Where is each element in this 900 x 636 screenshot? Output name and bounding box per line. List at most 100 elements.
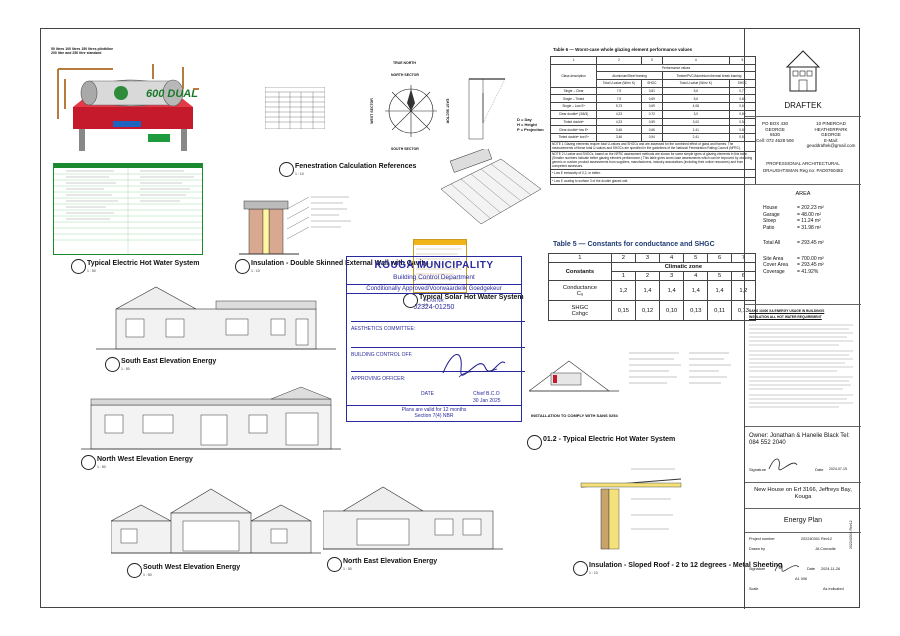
owner-date: 2024-07-15 (829, 467, 847, 471)
drawn-by-label: Drawn by (749, 547, 766, 551)
title-block: DRAFTEK PO BOX 430 GEORGE 6530 Cell: 072… (744, 29, 861, 609)
scale-label: 1 : 50 (87, 269, 96, 273)
t6-cell: 7,9 (596, 86, 642, 96)
t6-note2: NOTE 2 U-value and SHGCs, based on the N… (550, 150, 756, 170)
t5-zone: 2 (634, 271, 661, 281)
t5-cell: 0,11 (707, 300, 732, 321)
se-elevation (96, 286, 336, 350)
t6-tv: Total U-value (W/m² K) (661, 79, 730, 88)
project-number: 202240301 Rev12 (801, 537, 833, 541)
title-solar: Typical Solar Hot Water System (419, 294, 524, 301)
stamp-plan-nr-label: PLAN NR (424, 298, 444, 303)
area-list: House= 202.23 m² Garage= 48.00 m² Stoep=… (763, 205, 824, 275)
scale-label: 1 : 10 (589, 571, 598, 575)
t6-foot-a: ᵃ Low E emissivity of 0,2, or better. (550, 168, 756, 178)
hot-water-section (529, 352, 731, 392)
scale-label: 1 : 50 (343, 567, 352, 571)
t6-cell: 3,46 (596, 125, 642, 134)
stamp-name: KOUGA MUNICIPALITY (374, 260, 494, 271)
scale-value-tb: As indicated (823, 587, 844, 591)
addr-line: E-Mail: (823, 137, 838, 143)
t6-col: 4 (661, 56, 730, 65)
area-value: = 202.23 m² (797, 205, 824, 211)
legend-day: D = Day (517, 117, 532, 122)
stamp-signer: Chief B.C.O (473, 391, 500, 397)
sig-date: 2024-11-26 (821, 567, 841, 571)
t6-shgc: SHGC (640, 79, 663, 88)
t6-perf: Performance values (596, 63, 756, 73)
stamp-valid2: Section 7(4) NBR (414, 413, 454, 419)
solar-legend (413, 239, 467, 293)
t6-tv: Total U-value (W/m² K) (596, 79, 642, 88)
stamp-date-label: DATE (421, 391, 434, 397)
detail-tag (105, 357, 120, 372)
table6-title: Table 6 — Worst-case whole glazing eleme… (553, 47, 693, 52)
t6-cell: 0,69 (640, 94, 663, 104)
detail-tag (235, 259, 250, 274)
t6-cell: 4,08 (661, 102, 730, 111)
table6: 1 2 3 4 5 Glass description Performance … (549, 56, 757, 186)
true-north-label: TRUE NORTH (393, 61, 416, 65)
scale-label: 1 : 10 (251, 269, 260, 273)
sw-elevation (111, 488, 321, 554)
t6-col: 2 (596, 56, 642, 65)
t5-col: 5 (683, 253, 709, 263)
address-left: PO BOX 430 GEORGE 6530 Cell: 072 4628 50… (749, 121, 801, 143)
south-sector-label: SOUTH SECTOR (391, 147, 419, 151)
notes-section: SANS 10400 XA ENERGY USAGE IN BUILDINGS … (745, 305, 861, 427)
t6-cell: 0,69 (640, 102, 663, 111)
drafter-signature (774, 562, 800, 572)
site-value: = 41.92% (797, 268, 819, 275)
area-value: = 48.00 m² (797, 211, 822, 218)
drawn-by: JA Conradie (815, 547, 836, 551)
compass-rose (385, 85, 437, 137)
owner-info: Owner: Jonathan & Hanelie Black Tel: 084… (749, 433, 850, 446)
t6-foot-b: ᵇ Low E coating to surface 3 of the doub… (550, 176, 756, 186)
t6-row-label: Single – Clear (549, 86, 598, 96)
t6-glass-desc: Glass description (549, 63, 598, 88)
scale-label-tb: Scale (749, 587, 759, 591)
addr-line: geoddraftek@gmail.com (806, 143, 856, 148)
notes-subtitle: INSULATION ALL HOT WATER REQUIREMENT (749, 315, 822, 319)
scale-label: 1 : 50 (121, 367, 130, 371)
title-roof-insulation: Insulation - Sloped Roof - 2 to 12 degre… (589, 562, 783, 569)
t5-col: 6 (707, 253, 732, 263)
t6-cell: 2,41 (661, 132, 730, 142)
t6-cell: 0,72 (640, 109, 663, 119)
stamp-status: Conditionally Approved/Voorwaardelik Goe… (347, 284, 521, 294)
stamp-approving: APPROVING OFFICER: (351, 371, 525, 382)
t6-row-label: Single – Low Eᵃ (549, 102, 598, 111)
t5-zone: 3 (659, 271, 685, 281)
west-sector-label: WEST SECTOR (369, 98, 374, 124)
stamp-signature (442, 354, 506, 378)
t6-cell: 0,54 (640, 132, 663, 142)
t5-cell: 0,10 (659, 300, 685, 321)
title-insulation-wall: Insulation - Double Skinned External Wal… (251, 260, 428, 267)
t5-zone: 4 (683, 271, 709, 281)
address-section: PO BOX 430 GEORGE 6530 Cell: 072 4628 50… (745, 117, 861, 185)
area-title: AREA (795, 191, 811, 197)
t6-note1: NOTE 1 Glazing elements require total U-… (550, 140, 756, 152)
stamp-plan-nr: J2324-01250 (413, 304, 455, 311)
sans-compliance-note: INSTALLATION TO COMPLY WITH SANS 0254 (531, 413, 618, 418)
logo-section: DRAFTEK (745, 29, 861, 117)
geyser-note: 50 litres 100 litres 150 litres plinthli… (51, 47, 114, 55)
north-sector-label: NORTH SECTOR (391, 73, 419, 77)
table5: 1 2 3 4 5 6 7 Constants Climatic zone 1 … (548, 253, 757, 321)
addr-line: PO BOX 430 (761, 121, 788, 126)
table5-title: Table 5 — Constants for conductance and … (553, 241, 715, 248)
t6-cell: 5,6 (661, 86, 730, 96)
site-value: = 293.45 m² (797, 262, 824, 268)
stamp-date: 30 Jan 2025 (473, 398, 501, 404)
t6-timber: Timber/PVC/Aluminium thermal break frami… (661, 71, 757, 81)
legend-projection: P = Projection (517, 127, 544, 132)
t5-cell: 0,15 (610, 300, 636, 321)
house-logo (785, 50, 821, 92)
title-ne-elevation: North East Elevation Energy (343, 558, 438, 565)
sig-date-label: Date (807, 567, 816, 571)
nw-elevation (81, 386, 341, 450)
t6-cell: 3,00 (661, 117, 730, 127)
